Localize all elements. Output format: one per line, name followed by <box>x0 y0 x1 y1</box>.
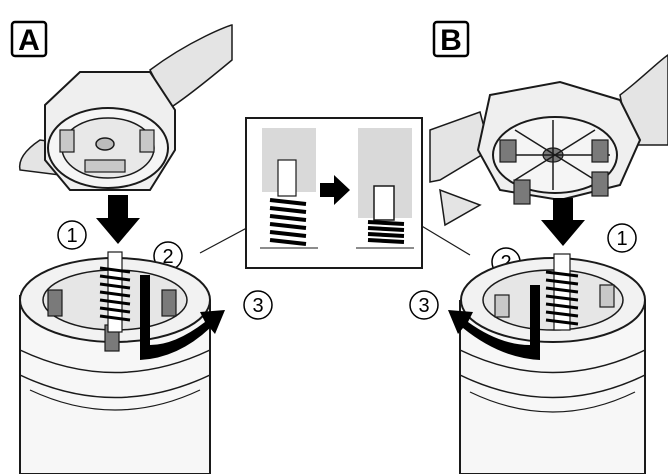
down-arrow-icon <box>96 195 140 244</box>
hub-b <box>476 80 642 205</box>
step-1-b: 1 <box>616 228 627 250</box>
panel-b: B 1 <box>409 20 668 474</box>
motor-a <box>19 257 211 474</box>
step-1-badge-b: 1 <box>607 223 637 253</box>
down-arrow-icon <box>541 198 585 246</box>
step-1-badge-a: 1 <box>57 220 87 250</box>
step-1-a: 1 <box>66 225 77 247</box>
step-3-badge-b: 3 <box>409 290 439 320</box>
panel-b-label: B <box>432 20 470 58</box>
spring-icon <box>99 251 131 333</box>
panel-a-label: A <box>10 20 48 58</box>
spring-icon <box>545 253 579 331</box>
panel-a: A 1 2 <box>10 20 273 474</box>
step-3-a: 3 <box>252 295 263 317</box>
hub-a <box>44 71 176 191</box>
right-arrow-icon <box>320 175 350 205</box>
inset-detail <box>199 117 471 269</box>
inset-before <box>260 128 318 249</box>
step-2-a: 2 <box>162 246 173 268</box>
rotate-arrow-icon <box>448 285 540 360</box>
inset-leader-right <box>419 224 471 256</box>
rotate-arrow-icon <box>140 275 225 360</box>
step-3-b: 3 <box>418 295 429 317</box>
inset-after <box>356 128 414 249</box>
panel-b-tag: B <box>440 24 462 57</box>
panel-a-tag: A <box>18 24 40 57</box>
motor-b <box>459 257 646 474</box>
step-3-badge-a: 3 <box>243 290 273 320</box>
